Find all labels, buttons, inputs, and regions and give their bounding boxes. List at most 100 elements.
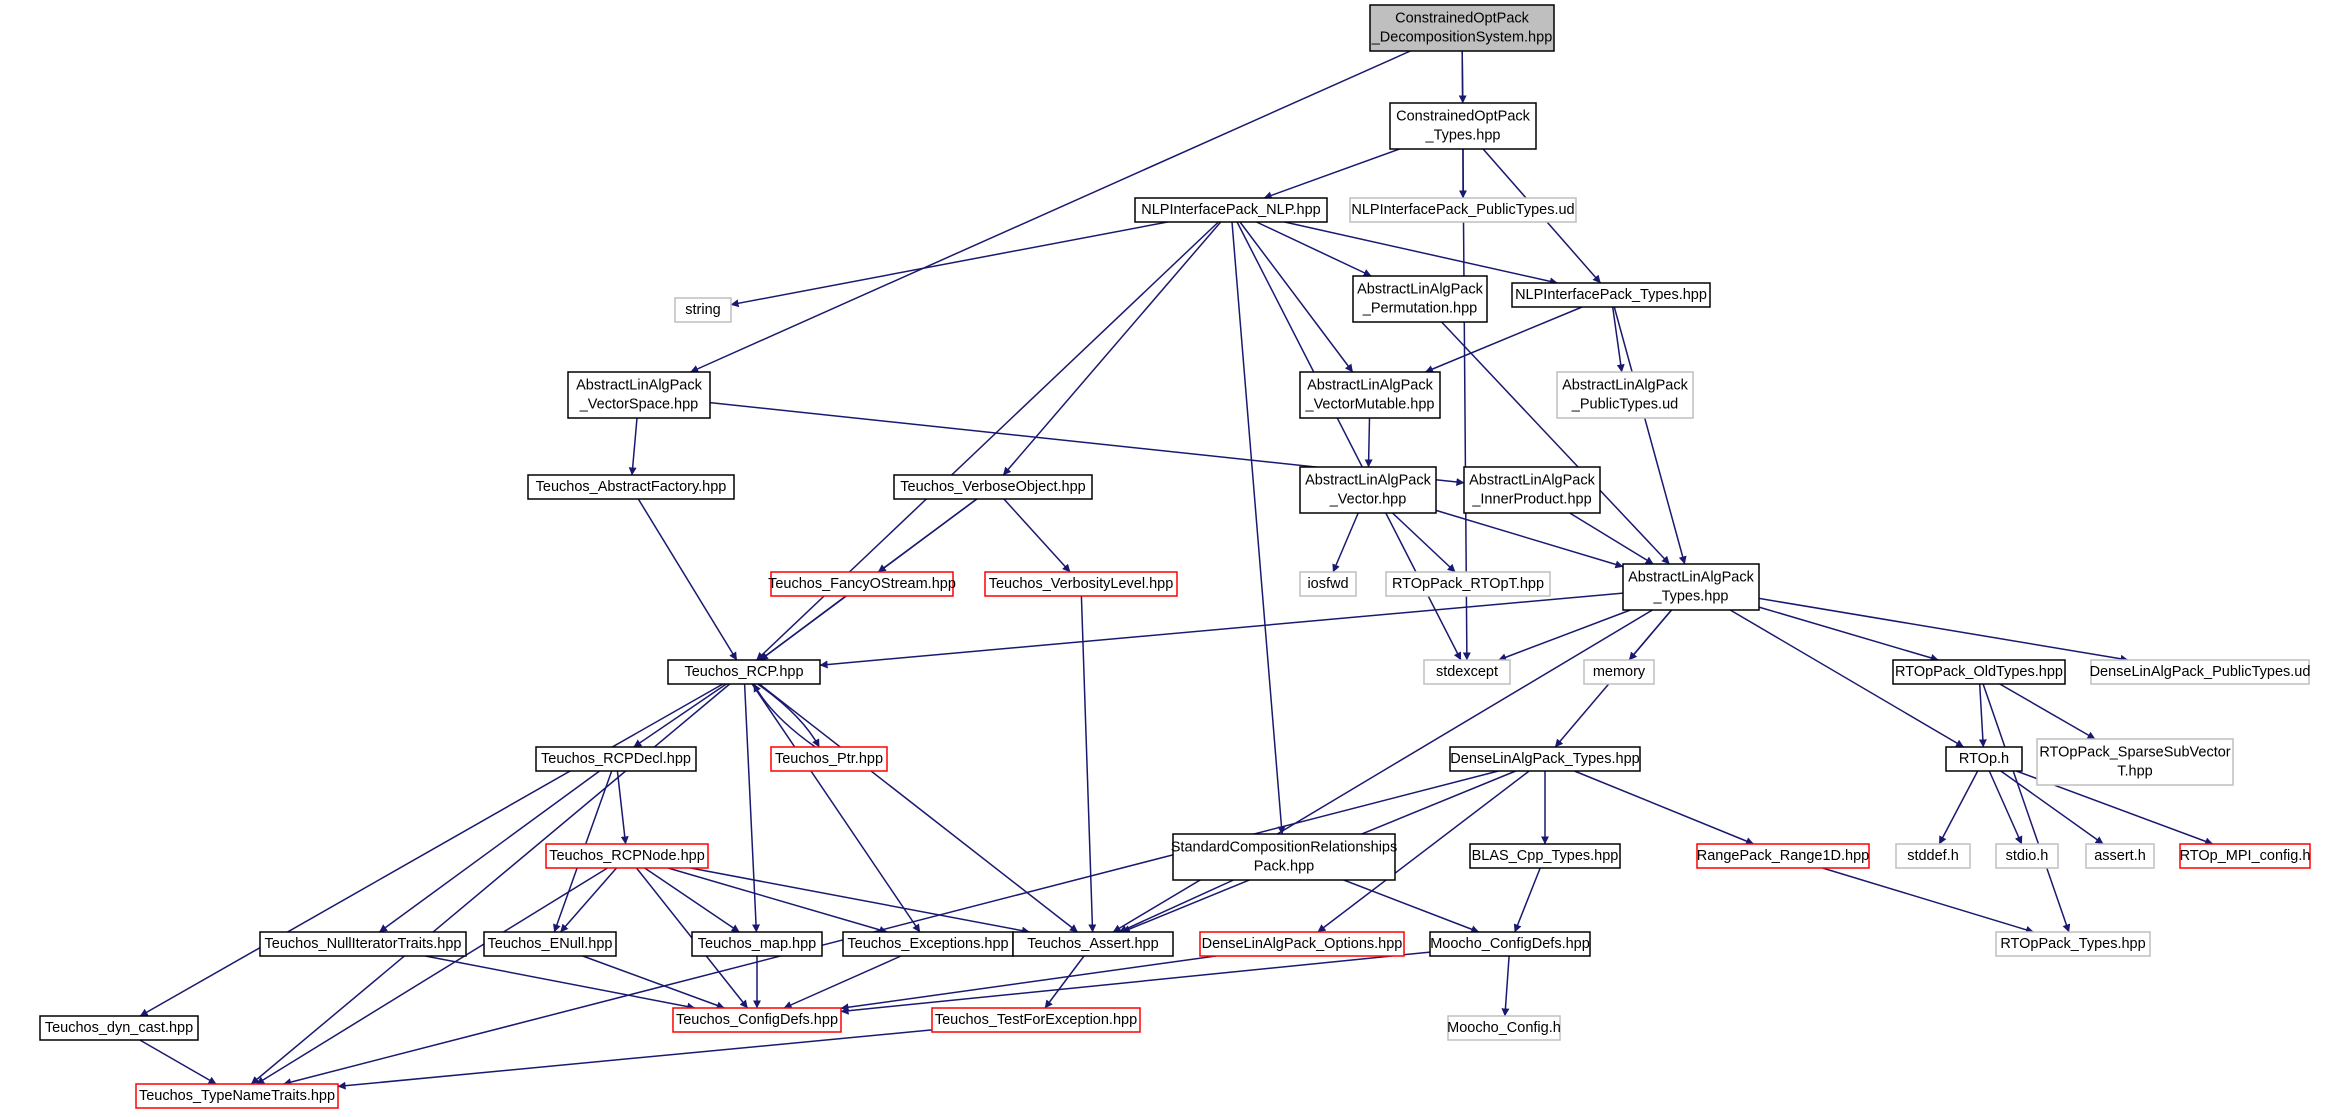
node-teuchos-typenametraits-hpp[interactable]: Teuchos_TypeNameTraits.hpp [135,1083,339,1109]
node-label-line: ConstrainedOptPack [1395,11,1530,27]
node-abstractlinalgpack-types-hpp[interactable]: AbstractLinAlgPack_Types.hpp [1622,563,1760,611]
node-label-line: Teuchos_FancyOStream.hpp [768,576,956,592]
node-rtoppack-oldtypes-hpp[interactable]: RTOpPack_OldTypes.hpp [1892,659,2066,685]
node-nlpinterfacepack-types-hpp[interactable]: NLPInterfacePack_Types.hpp [1511,282,1711,308]
node-box [842,931,1014,957]
node-box [483,931,617,957]
node-teuchos-abstractfactory-hpp[interactable]: Teuchos_AbstractFactory.hpp [527,474,735,500]
node-abstractlinalgpack-vector-hpp[interactable]: AbstractLinAlgPack_Vector.hpp [1299,466,1437,514]
edge-teuchos-rcpdecl-hpp-to-teuchos-rcpnode-hpp [616,770,629,845]
edge-teuchos-rcpnode-hpp-to-teuchos-enull-hpp [559,867,618,933]
edge-teuchos-nulliteratortraits-hpp-to-teuchos-configdefs-hpp [425,955,696,1011]
node-box [1299,466,1437,514]
node-teuchos-ptr-hpp[interactable]: Teuchos_Ptr.hpp [770,746,888,772]
node-teuchos-dyn-cast-hpp[interactable]: Teuchos_dyn_cast.hpp [39,1015,199,1041]
node-label-line: _Types.hpp [1425,128,1501,144]
node-stdio-h: stdio.h [1995,843,2059,869]
node-label-line: AbstractLinAlgPack [1469,473,1595,489]
node-moocho-configdefs-hpp[interactable]: Moocho_ConfigDefs.hpp [1429,931,1591,957]
node-denselinalgpack-types-hpp[interactable]: DenseLinAlgPack_Types.hpp [1449,746,1641,772]
edge-abstractlinalgpack-vectormutable-hpp-to-abstractlinalgpack-vector-hpp [1364,417,1373,468]
edge-moocho-configdefs-hpp-to-moocho-config-h [1501,955,1510,1017]
node-label-line: Teuchos_dyn_cast.hpp [45,1020,193,1036]
node-label-line: Moocho_Config.h [1447,1020,1561,1036]
edge-nlpinterfacepack-types-hpp-to-abstractlinalgpack-publictypes-ud [1611,306,1625,373]
node-abstractlinalgpack-innerproduct-hpp[interactable]: AbstractLinAlgPack_InnerProduct.hpp [1463,466,1601,514]
node-constrainedoptpack-decompositionsystem-hpp[interactable]: ConstrainedOptPack_DecompositionSystem.h… [1369,4,1555,52]
node-box [1423,659,1511,685]
node-teuchos-verboseobject-hpp[interactable]: Teuchos_VerboseObject.hpp [893,474,1093,500]
node-box [527,474,735,500]
edge-teuchos-exceptions-hpp-to-teuchos-configdefs-hpp [783,955,902,1009]
edge-moocho-configdefs-hpp-to-teuchos-configdefs-hpp [840,951,1431,1015]
edge-teuchos-dyn-cast-hpp-to-teuchos-typenametraits-hpp [139,1039,217,1085]
node-label-line: RTOp_MPI_config.h [2180,848,2311,864]
node-box [1995,931,2151,957]
node-abstractlinalgpack-permutation-hpp[interactable]: AbstractLinAlgPack_Permutation.hpp [1352,275,1488,323]
edge-teuchos-verbositylevel-hpp-to-teuchos-assert-hpp [1080,595,1097,933]
node-box [1895,843,1971,869]
node-rtop-mpi-config-h[interactable]: RTOp_MPI_config.h [2179,843,2311,869]
node-label-line: DenseLinAlgPack_PublicTypes.ud [2090,664,2311,680]
node-label-line: RangePack_Range1D.hpp [1697,848,1870,864]
node-label-line: DenseLinAlgPack_Types.hpp [1450,751,1639,767]
node-box [1134,197,1328,223]
node-label-line: AbstractLinAlgPack [1305,473,1431,489]
edge-nlpinterfacepack-nlp-hpp-to-abstractlinalgpack-permutation-hpp [1256,221,1372,277]
node-teuchos-verbositylevel-hpp[interactable]: Teuchos_VerbosityLevel.hpp [984,571,1178,597]
node-label-line: Teuchos_AbstractFactory.hpp [536,479,727,495]
edge-teuchos-rcp-hpp-to-teuchos-exceptions-hpp [751,683,921,933]
node-label-line: Teuchos_ConfigDefs.hpp [676,1012,838,1028]
node-box [1447,1015,1561,1041]
node-label-line: AbstractLinAlgPack [1628,570,1754,586]
node-stdexcept: stdexcept [1423,659,1511,685]
node-rangepack-range1d-hpp[interactable]: RangePack_Range1D.hpp [1696,843,1870,869]
edge-nlpinterfacepack-nlp-hpp-to-nlpinterfacepack-types-hpp [1284,221,1558,286]
node-box [770,746,888,772]
edge-abstractlinalgpack-vectorspace-hpp-to-teuchos-abstractfactory-hpp [628,417,638,476]
node-teuchos-rcpdecl-hpp[interactable]: Teuchos_RCPDecl.hpp [535,746,697,772]
node-rtop-h[interactable]: RTOp.h [1945,746,2023,772]
node-box [1389,102,1537,150]
node-box [2036,738,2234,786]
node-box [1385,571,1551,597]
node-box [984,571,1178,597]
node-teuchos-rcp-hpp[interactable]: Teuchos_RCP.hpp [667,659,821,685]
node-box [893,474,1093,500]
node-box [135,1083,339,1109]
node-denselinalgpack-options-hpp[interactable]: DenseLinAlgPack_Options.hpp [1199,931,1405,957]
node-moocho-config-h: Moocho_Config.h [1447,1015,1561,1041]
node-label-line: assert.h [2094,848,2146,864]
node-teuchos-testforexception-hpp[interactable]: Teuchos_TestForException.hpp [931,1007,1141,1033]
node-teuchos-fancyostream-hpp[interactable]: Teuchos_FancyOStream.hpp [768,571,956,597]
node-teuchos-assert-hpp[interactable]: Teuchos_Assert.hpp [1012,931,1174,957]
node-label-line: _VectorSpace.hpp [579,397,699,413]
node-box [259,931,467,957]
edge-constrainedoptpack-types-hpp-to-nlpinterfacepack-nlp-hpp [1263,148,1400,200]
edge-abstractlinalgpack-types-hpp-to-rtoppack-oldtypes-hpp [1758,606,1939,662]
edge-denselinalgpack-types-hpp-to-rangepack-range1d-hpp [1574,770,1754,845]
node-abstractlinalgpack-vectorspace-hpp[interactable]: AbstractLinAlgPack_VectorSpace.hpp [567,371,711,419]
node-constrainedoptpack-types-hpp[interactable]: ConstrainedOptPack_Types.hpp [1389,102,1537,150]
node-blas-cpp-types-hpp[interactable]: BLAS_Cpp_Types.hpp [1469,843,1621,869]
edge-abstractlinalgpack-types-hpp-to-teuchos-rcp-hpp [819,592,1624,669]
node-teuchos-map-hpp[interactable]: Teuchos_map.hpp [691,931,823,957]
node-label-line: Teuchos_TestForException.hpp [935,1012,1137,1028]
node-teuchos-rcpnode-hpp[interactable]: Teuchos_RCPNode.hpp [545,843,709,869]
node-label-line: Teuchos_Ptr.hpp [775,751,883,767]
node-nlpinterfacepack-nlp-hpp[interactable]: NLPInterfacePack_NLP.hpp [1134,197,1328,223]
node-string: string [674,297,732,323]
node-abstractlinalgpack-vectormutable-hpp[interactable]: AbstractLinAlgPack_VectorMutable.hpp [1299,371,1441,419]
node-teuchos-nulliteratortraits-hpp[interactable]: Teuchos_NullIteratorTraits.hpp [259,931,467,957]
node-teuchos-configdefs-hpp[interactable]: Teuchos_ConfigDefs.hpp [672,1007,842,1033]
edge-rtoppack-oldtypes-hpp-to-rtoppack-sparsesubvectort-hpp [1999,683,2096,740]
node-box [2090,659,2310,685]
node-teuchos-enull-hpp[interactable]: Teuchos_ENull.hpp [483,931,617,957]
node-teuchos-exceptions-hpp[interactable]: Teuchos_Exceptions.hpp [842,931,1014,957]
edge-teuchos-enull-hpp-to-teuchos-configdefs-hpp [582,955,725,1010]
node-box [2085,843,2155,869]
edge-teuchos-rcp-hpp-to-teuchos-assert-hpp [758,683,1079,933]
